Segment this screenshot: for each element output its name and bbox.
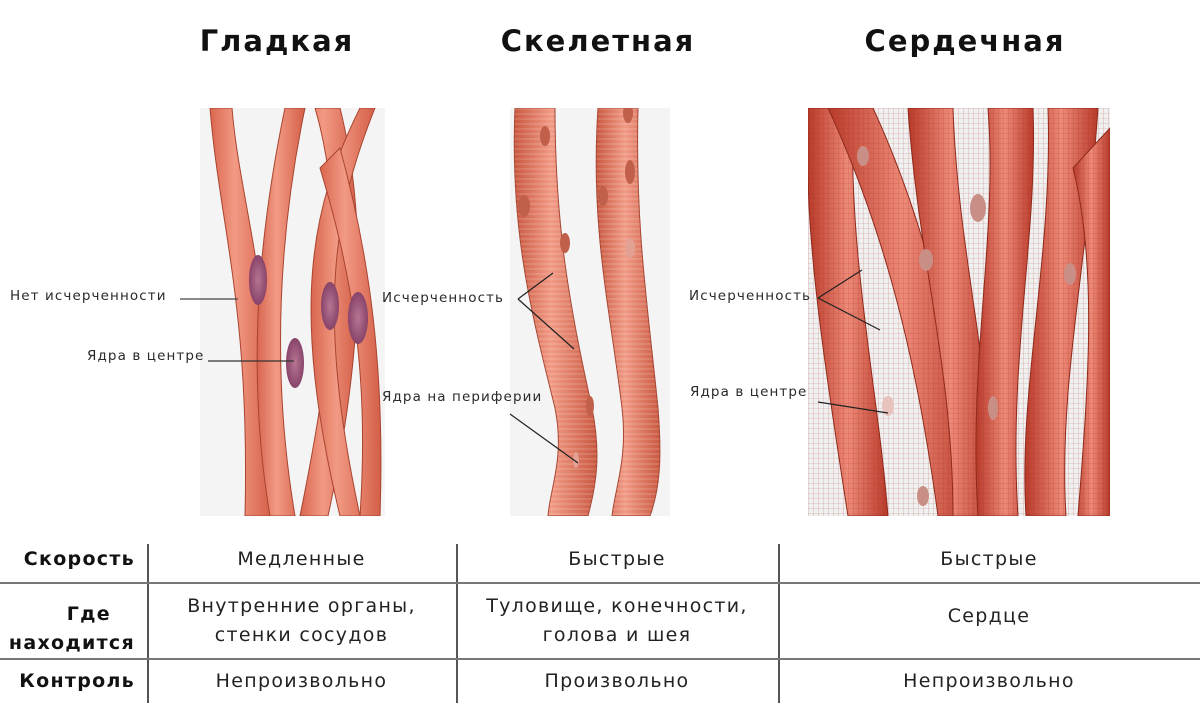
row-header-location-line2: находится	[8, 632, 135, 654]
title-skeletal-muscle: Скелетная	[500, 24, 696, 58]
label-cardiac-striation: Исчерченность	[689, 288, 812, 304]
skeletal-muscle-illustration	[510, 108, 670, 516]
cell-control-cardiac: Непроизвольно	[903, 670, 1075, 692]
label-skeletal-striation: Исчерченность	[382, 290, 505, 306]
cell-location-skeletal-line2: голова и шея	[542, 624, 692, 646]
cell-location-smooth-line2: стенки сосудов	[214, 624, 389, 646]
table-row-control: Контроль Непроизвольно Произвольно Непро…	[0, 660, 1200, 703]
cell-control-skeletal: Произвольно	[544, 670, 690, 692]
cell-speed-smooth: Медленные	[237, 547, 366, 570]
cell-location-smooth: Внутренние органы, стенки сосудов	[147, 584, 456, 658]
smooth-muscle-illustration	[200, 108, 385, 516]
cell-location-smooth-line1: Внутренние органы,	[187, 595, 416, 617]
cell-control-smooth: Непроизвольно	[215, 670, 388, 692]
title-cardiac-muscle: Сердечная	[864, 24, 1066, 58]
cell-location-skeletal: Туловище, конечности, голова и шея	[456, 584, 778, 658]
row-header-control: Контроль	[19, 670, 135, 692]
label-smooth-central-nuclei: Ядра в центре	[87, 348, 205, 364]
table-row-divider	[0, 658, 1200, 660]
cell-location-skeletal-line1: Туловище, конечности,	[486, 595, 748, 617]
title-smooth-muscle: Гладкая	[199, 24, 355, 58]
label-smooth-no-striation: Нет исчерченности	[10, 288, 167, 304]
table-divider	[778, 544, 780, 703]
cell-location-cardiac: Сердце	[947, 604, 1031, 627]
table-row-location: Где находится Внутренние органы, стенки …	[0, 584, 1200, 658]
cardiac-muscle-illustration	[808, 108, 1110, 516]
label-cardiac-central-nuclei: Ядра в центре	[690, 384, 808, 400]
label-skeletal-peripheral-nuclei: Ядра на периферии	[382, 389, 543, 405]
table-row-speed: Скорость Медленные Быстрые Быстрые	[0, 544, 1200, 582]
table-divider	[456, 544, 458, 703]
row-header-location: Где находится	[0, 584, 147, 658]
table-divider	[147, 544, 149, 703]
comparison-table: Скорость Медленные Быстрые Быстрые Где н…	[0, 544, 1200, 703]
table-row-divider	[0, 582, 1200, 584]
row-header-speed: Скорость	[23, 547, 135, 570]
cell-speed-cardiac: Быстрые	[940, 547, 1038, 570]
row-header-location-line1: Где	[66, 603, 111, 625]
cell-speed-skeletal: Быстрые	[568, 547, 666, 570]
